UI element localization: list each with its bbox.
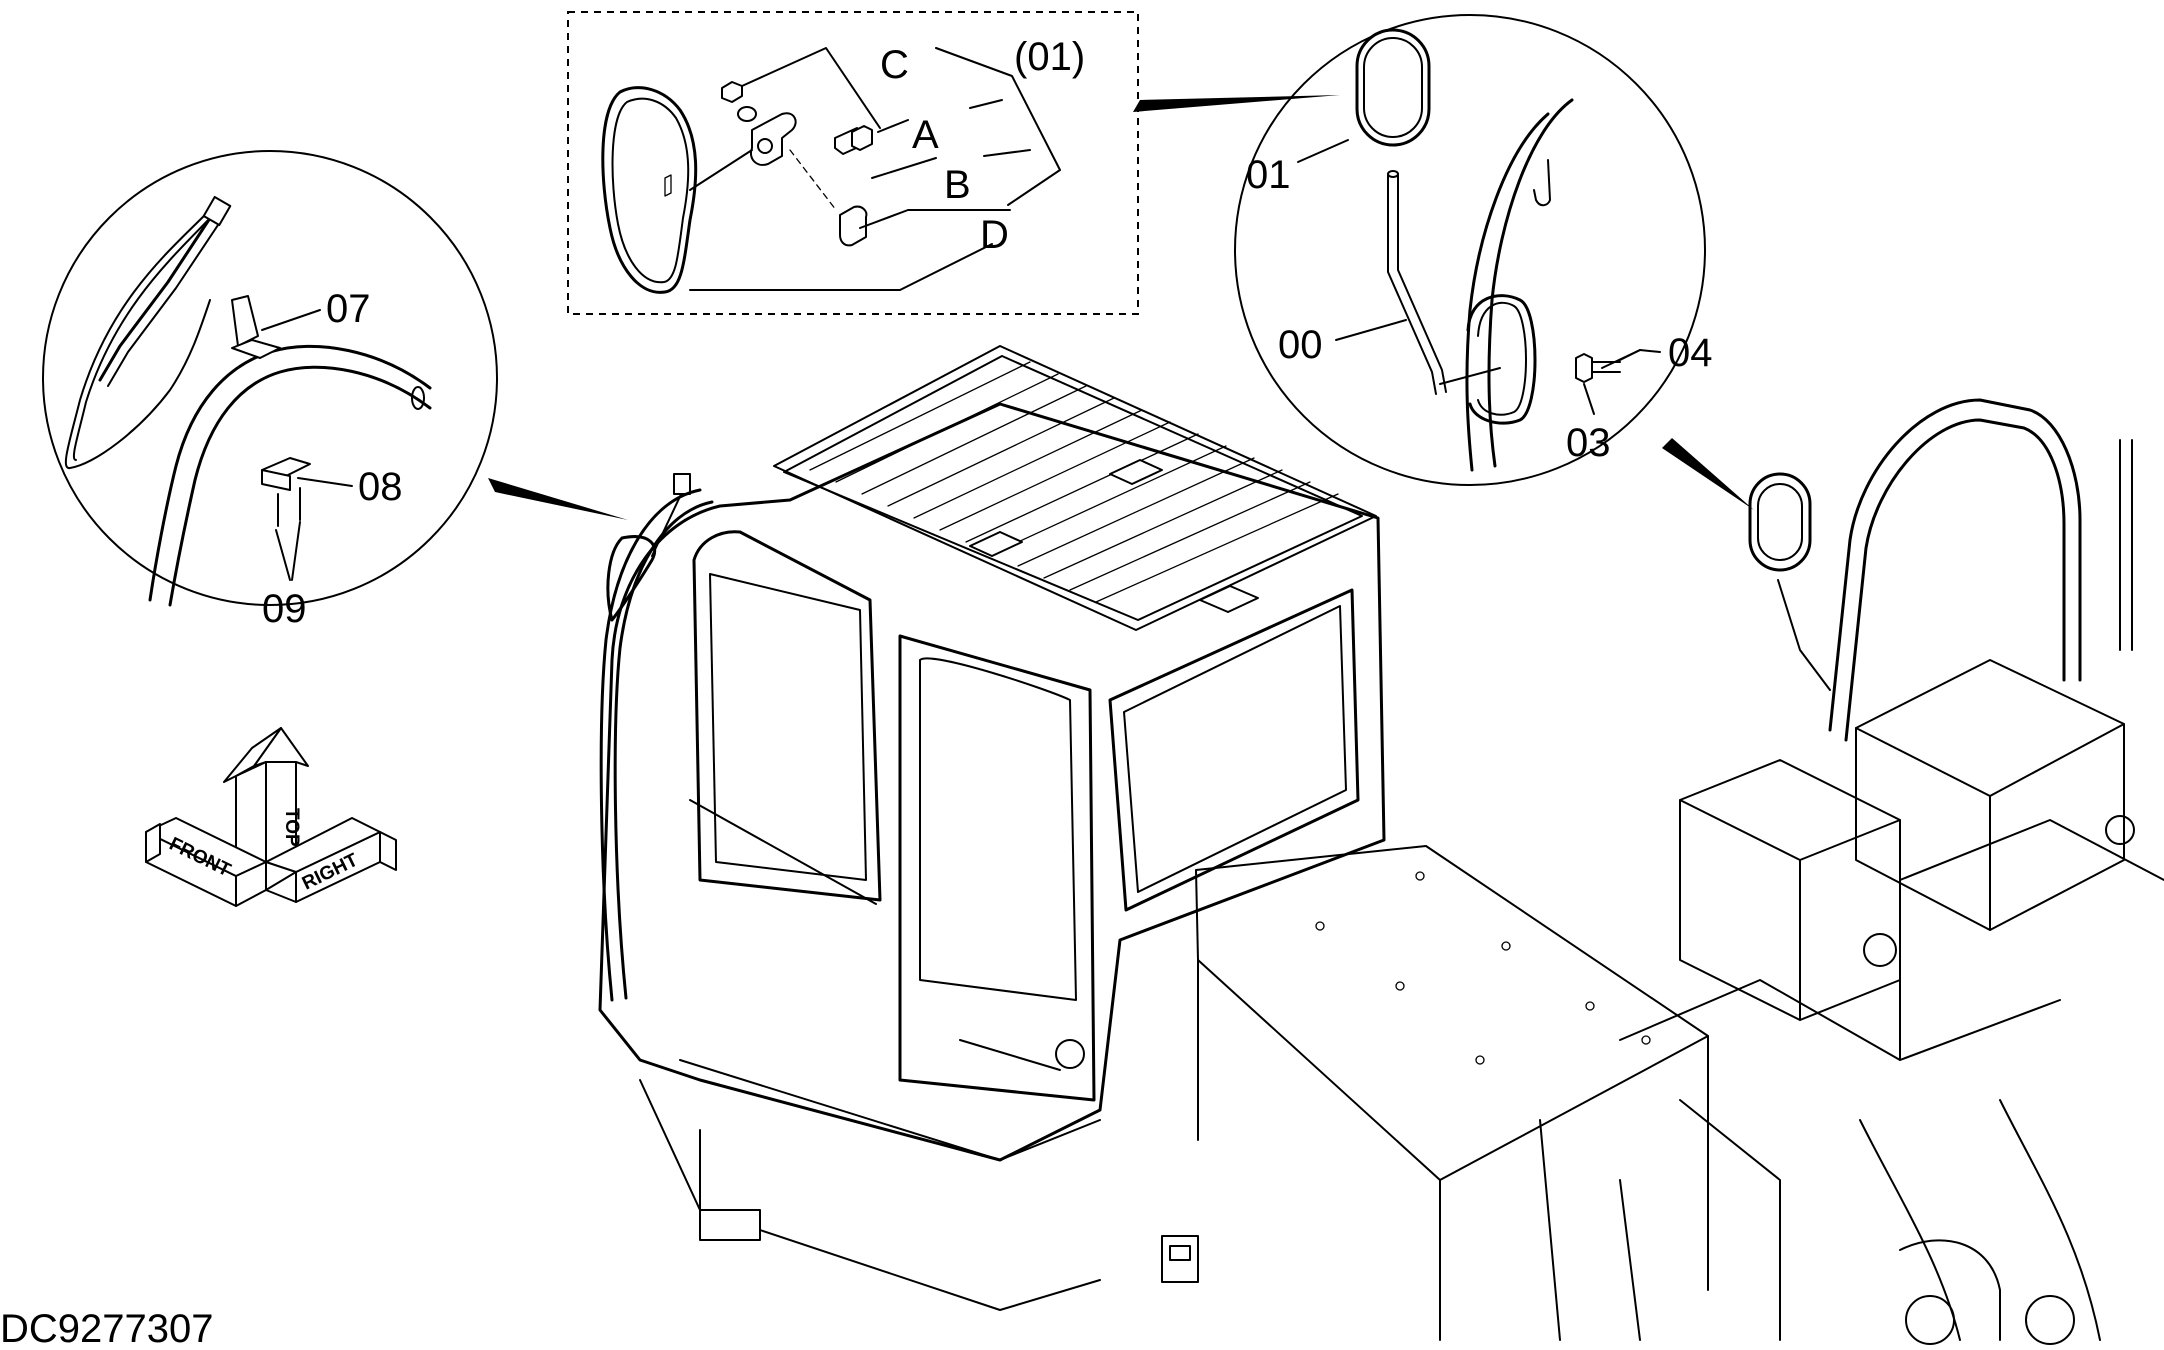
leader-lines-top [689,47,1061,291]
mirror-glass-drawing [601,86,698,294]
cover-bolts [1315,871,1651,1065]
direction-indicator: FRONT TOP RIGHT [145,727,397,907]
callout-b: B [944,163,971,207]
detail-box-border [567,11,1139,315]
detail-circle-left-border [42,150,498,606]
pointer-right-bottom [1662,438,1754,510]
detail-circle-left: 07 08 09 [42,150,628,631]
callout-08: 08 [358,465,403,509]
detail-circle-right: 01 00 04 03 [1133,14,1754,510]
callout-03: 03 [1566,421,1611,465]
callout-d: D [980,213,1009,257]
detail-box-mirror-hardware: C A B D (01) [567,11,1139,315]
roof-ribs [809,361,1339,603]
detail-circle-right-border [1234,14,1706,486]
callout-04: 04 [1668,331,1713,375]
pointer-left [488,478,628,520]
callout-01: 01 [1246,153,1291,197]
direction-top-label: TOP [281,808,302,847]
document-number: DC9277307 [0,1307,214,1350]
callout-assy-01: (01) [1014,35,1085,79]
callout-09: 09 [262,587,307,631]
excavator-cab-drawing [598,345,2164,1345]
callout-00: 00 [1278,323,1323,367]
callout-a: A [912,113,939,157]
callout-c: C [880,43,909,87]
mounting-hardware-drawing [689,81,873,247]
callout-07: 07 [326,287,371,331]
pointer-right-top [1133,95,1340,112]
